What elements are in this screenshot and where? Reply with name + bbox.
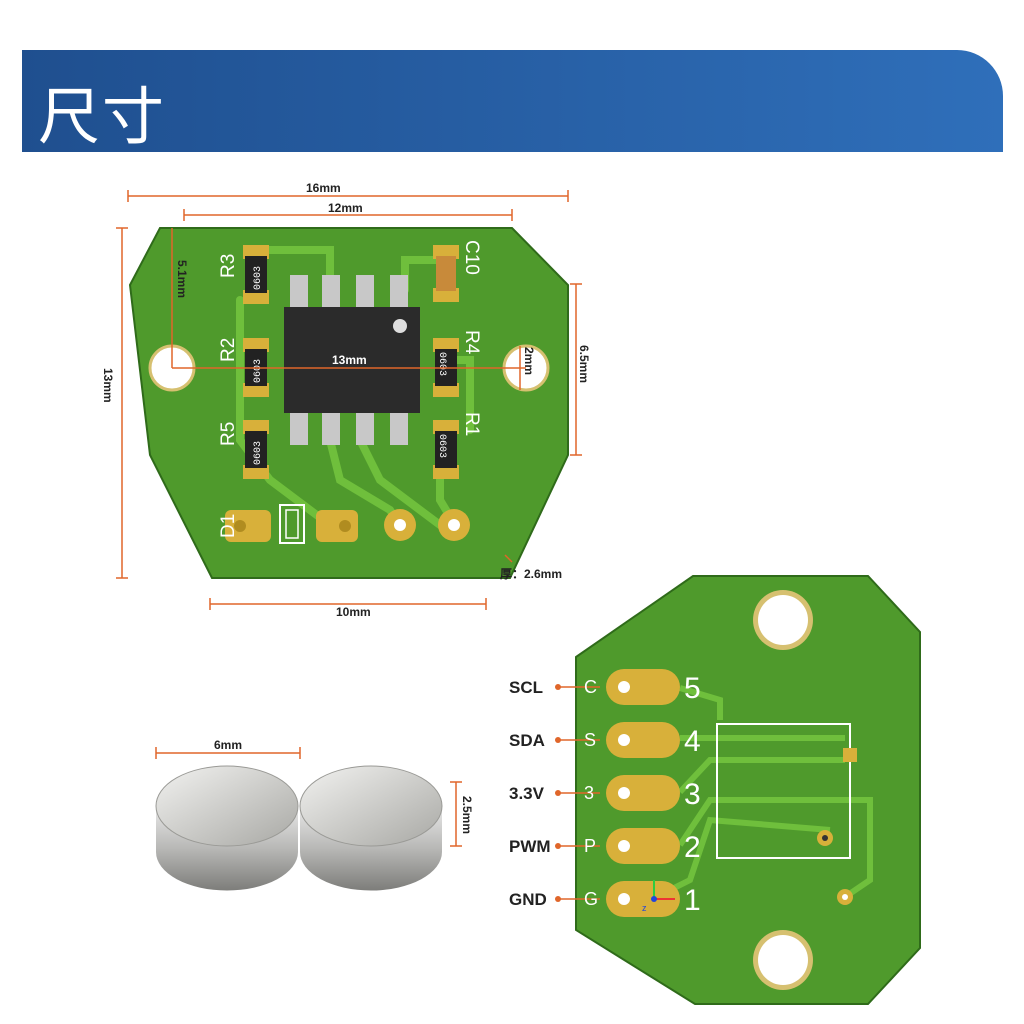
pin-pwm: PWM P 2 [509,831,701,864]
pin-number: 2 [684,831,701,864]
r1-package: 0603 [436,434,447,458]
dim-thickness: 厚：2.6mm [500,567,562,581]
title-banner [22,50,1003,152]
pin-3v3: 3.3V 3 3 [509,778,701,811]
magnet-diameter: 6mm [214,738,242,752]
pin-gnd: GND G 1 [509,884,701,917]
pin-scl: SCL C 5 [509,672,701,705]
ref-c10: C10 [461,240,482,275]
pin-number: 3 [684,778,701,811]
pin-number: 5 [684,672,701,705]
dim-right-edge: 6.5mm [577,345,591,383]
ref-r5: R5 [218,422,239,446]
resistor-r1: 0603 [433,420,459,479]
pin-sda: SDA S 4 [509,725,701,758]
resistor-r3: 0603 [243,245,269,304]
magnet-right [299,765,443,891]
pin-label: 3.3V [509,784,545,803]
pin-label: SDA [509,731,545,750]
capacitor-c10 [433,245,459,302]
dim-chip: 13mm [332,353,367,367]
magnet-left [155,765,299,891]
magnet-height: 2.5mm [460,796,474,834]
pin-number: 1 [684,884,701,917]
ref-d1: D1 [218,514,239,538]
dim-bottom-width: 10mm [336,605,371,619]
r4-package: 0603 [436,352,447,376]
pin-silk: C [584,677,597,697]
pin-silk: 3 [584,783,594,803]
pin-silk: S [584,730,596,750]
dim-hole-dia: 2mm [522,347,536,375]
pin-silk: P [584,836,596,856]
ref-r1: R1 [461,412,482,436]
r3-package: 0603 [253,266,264,290]
axis-label: z [642,903,647,913]
ref-r4: R4 [461,330,482,355]
top-dimensions [116,190,582,610]
pin-label: GND [509,890,547,909]
dim-hole-spacing: 12mm [328,201,363,215]
pin-number: 4 [684,725,701,758]
resistor-r5: 0603 [243,420,269,479]
bottom-pcb: z [575,575,921,1005]
dim-height: 13mm [101,368,115,403]
dim-upper-offset: 5.1mm [175,260,189,298]
r2-package: 0603 [253,359,264,383]
dim-width: 16mm [306,181,341,195]
pin-label: PWM [509,837,551,856]
ref-r2: R2 [218,338,239,362]
page-title: 尺寸 [38,80,167,153]
pin-label: SCL [509,678,543,697]
ic-chip [284,275,420,445]
top-pcb: 0603 0603 0603 0603 0603 [128,227,569,579]
pin-list: SCL C 5 SDA S 4 3.3V 3 3 PWM P 2 [509,672,701,917]
r5-package: 0603 [253,441,264,465]
pin-silk: G [584,889,598,909]
diode-d1 [225,504,358,544]
ref-r3: R3 [218,254,239,278]
